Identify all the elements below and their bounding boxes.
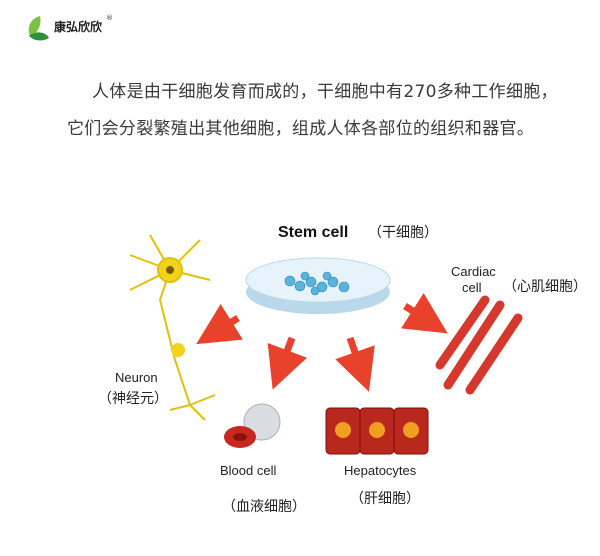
neuron-illustration bbox=[129, 234, 216, 421]
hepatocytes-illustration bbox=[325, 407, 429, 455]
cardiac-illustration bbox=[435, 295, 523, 395]
cardiac-label-2: cell bbox=[462, 280, 482, 295]
hepatocytes-cn-label: （肝细胞） bbox=[350, 491, 420, 507]
stem-cell-label: Stem cell bbox=[278, 224, 349, 241]
cardiac-cn-label: （心肌细胞） bbox=[503, 279, 587, 295]
registered-mark: ® bbox=[106, 14, 113, 22]
brand-name: 康弘欣欣 bbox=[54, 20, 103, 34]
intro-line-1: 人体是由干细胞发育而成的，干细胞中有270多种工作细胞， bbox=[92, 82, 558, 102]
arrow-to-cardiac bbox=[400, 292, 448, 334]
intro-line-2: 它们会分裂繁殖出其他细胞，组成人体各部位的组织和器官。 bbox=[67, 119, 535, 139]
arrows bbox=[196, 292, 448, 392]
neuron-label: Neuron bbox=[115, 370, 158, 385]
hepatocytes-label: Hepatocytes bbox=[344, 463, 417, 478]
leaf-logo-icon bbox=[28, 16, 49, 41]
arrow-to-blood bbox=[267, 336, 308, 390]
arrow-to-neuron bbox=[196, 304, 243, 345]
logo: 康弘欣欣 ® bbox=[26, 14, 116, 44]
arrow-to-hepatocytes bbox=[335, 336, 375, 392]
blood-cell-illustration bbox=[224, 403, 281, 448]
blood-cell-cn-label: （血液细胞） bbox=[222, 499, 306, 515]
cardiac-label-1: Cardiac bbox=[451, 264, 496, 279]
stem-cell-cn-label: （干细胞） bbox=[368, 225, 438, 241]
neuron-cn-label: （神经元） bbox=[98, 391, 168, 407]
petri-dish bbox=[245, 257, 391, 314]
blood-cell-label: Blood cell bbox=[220, 463, 277, 478]
